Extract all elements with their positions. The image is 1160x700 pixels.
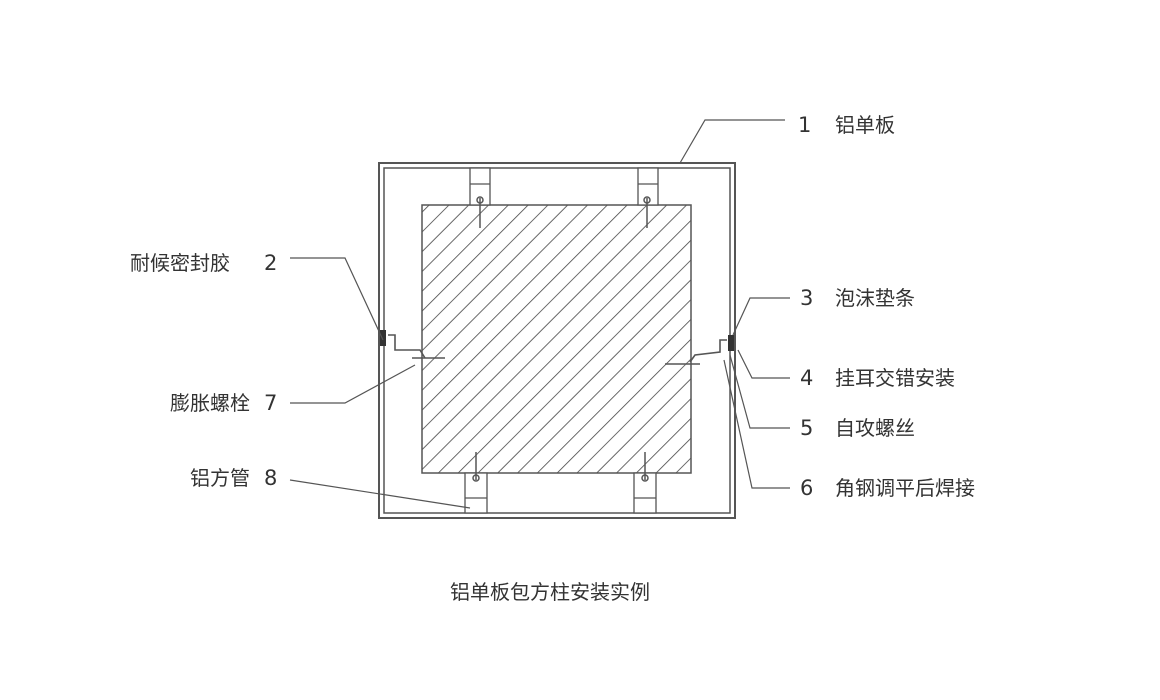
callout-4-number: 4	[800, 366, 814, 390]
expansion-bolts	[412, 196, 700, 482]
callout-5-number: 5	[800, 416, 814, 440]
callout-5-label: 自攻螺丝	[835, 416, 915, 440]
callout-1-number: 1	[798, 113, 812, 137]
aluminum-panel-outer	[378, 162, 736, 519]
callout-2-number: 2	[264, 251, 278, 275]
figure-caption: 铝单板包方柱安装实例	[450, 580, 650, 604]
callout-3-number: 3	[800, 286, 814, 310]
angle-steel-brackets	[388, 334, 727, 363]
callout-3-label: 泡沫垫条	[835, 286, 915, 310]
callout-4-label: 挂耳交错安装	[835, 366, 955, 390]
callout-6-label: 角钢调平后焊接	[835, 476, 975, 500]
concrete-column	[421, 204, 692, 474]
callout-1-label: 铝单板	[835, 113, 895, 137]
sealant-right	[728, 335, 734, 351]
callout-2-label: 耐候密封胶	[130, 251, 230, 275]
callout-8-number: 8	[264, 466, 278, 490]
callout-7-label: 膨胀螺栓	[170, 391, 250, 415]
leader-lines	[289, 119, 790, 509]
callout-7-number: 7	[264, 391, 278, 415]
callout-6-number: 6	[800, 476, 814, 500]
callout-8-label: 铝方管	[190, 466, 250, 490]
sealant-left	[380, 330, 386, 346]
